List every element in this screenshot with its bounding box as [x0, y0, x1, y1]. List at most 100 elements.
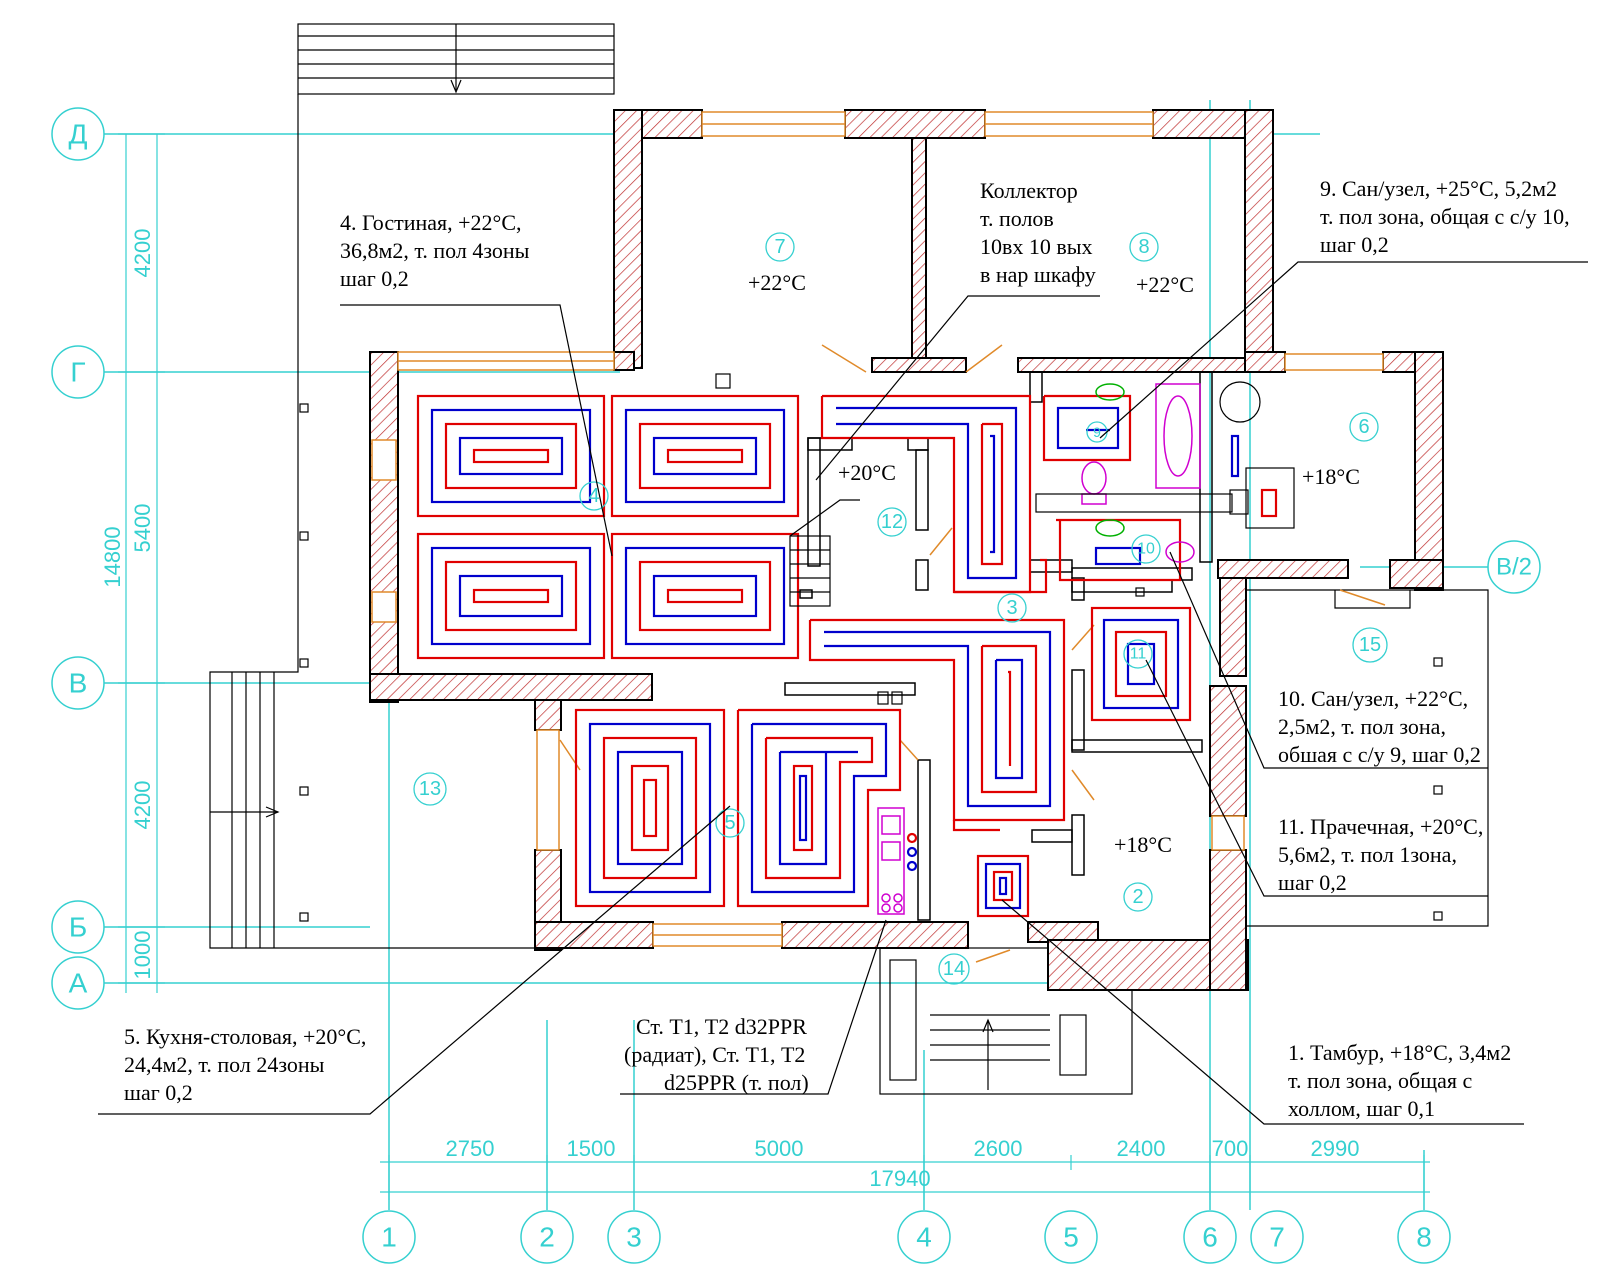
axis-bubble-d: Д [51, 107, 105, 161]
room-5: 5 [715, 808, 745, 838]
svg-text:10: 10 [1137, 541, 1155, 558]
svg-text:5. Кухня-столовая, +20°С,: 5. Кухня-столовая, +20°С, [124, 1024, 366, 1049]
svg-text:В/2: В/2 [1496, 554, 1532, 581]
svg-text:10вх 10 вых: 10вх 10 вых [980, 234, 1093, 259]
windows [371, 111, 1384, 947]
note-bathroom-10: 10. Сан/узел, +22°С, 2,5м2, т. пол зона,… [1278, 686, 1481, 767]
room-8: 8 +22°C [1129, 232, 1194, 297]
svg-text:в нар шкафу: в нар шкафу [980, 262, 1096, 287]
axis-bubble-4: 4 [897, 1210, 951, 1264]
svg-text:3: 3 [626, 1222, 642, 1253]
svg-text:1000: 1000 [130, 931, 155, 980]
svg-text:4: 4 [588, 485, 599, 507]
axis-bubble-2: 2 [520, 1210, 574, 1264]
svg-text:5000: 5000 [755, 1136, 804, 1161]
svg-text:2: 2 [1132, 886, 1143, 908]
axis-bubble-3: 3 [607, 1210, 661, 1264]
svg-text:700: 700 [1212, 1136, 1249, 1161]
svg-text:6: 6 [1358, 416, 1369, 438]
svg-text:24,4м2, т. пол 24зоны: 24,4м2, т. пол 24зоны [124, 1052, 325, 1077]
svg-text:d25PPR (т. пол): d25PPR (т. пол) [664, 1070, 809, 1095]
heating-zone-9 [1042, 394, 1182, 582]
heating-zone-5a [574, 708, 726, 908]
note-risers: Ст. Т1, Т2 d32PPR (радиат), Ст. Т1, Т2 d… [624, 1014, 809, 1095]
svg-text:14800: 14800 [100, 526, 125, 587]
walls [369, 109, 1444, 991]
svg-text:А: А [69, 968, 88, 999]
axis-bubble-v: В [51, 656, 105, 710]
svg-text:+22°C: +22°C [748, 270, 806, 295]
svg-text:7: 7 [774, 236, 785, 258]
axis-bubble-1: 1 [362, 1210, 416, 1264]
svg-text:+22°C: +22°C [1136, 272, 1194, 297]
svg-text:шаг 0,2: шаг 0,2 [340, 266, 409, 291]
svg-text:шаг 0,2: шаг 0,2 [1320, 232, 1389, 257]
left-dimensions: 4200 5400 4200 1000 14800 [100, 133, 165, 993]
svg-text:11: 11 [1130, 646, 1147, 663]
svg-text:+20°C: +20°C [838, 460, 896, 485]
boiler-icon [1035, 381, 1295, 529]
note-collector: Коллектор т. полов 10вх 10 вых в нар шка… [980, 178, 1096, 287]
note-laundry: 11. Прачечная, +20°С, 5,6м2, т. пол 1зон… [1278, 814, 1483, 895]
svg-text:5: 5 [724, 812, 735, 834]
bathtub-icon [1155, 383, 1201, 489]
note-bathroom-9: 9. Сан/узел, +25°С, 5,2м2 т. пол зона, о… [1320, 176, 1570, 257]
svg-text:В: В [69, 668, 88, 699]
svg-text:7: 7 [1269, 1222, 1285, 1253]
stairs-icon [789, 499, 860, 607]
axis-bubble-8: 8 [1397, 1210, 1451, 1264]
heating-zone-4d [610, 532, 800, 660]
svg-text:5: 5 [1063, 1222, 1079, 1253]
axis-bubble-6: 6 [1183, 1210, 1237, 1264]
svg-text:5400: 5400 [130, 504, 155, 553]
axis-bubble-b: Б [51, 900, 105, 954]
col-axis-bubbles: 1 2 3 4 5 6 7 8 [362, 1210, 1451, 1264]
heating-zone-3b [808, 618, 1066, 832]
svg-text:15: 15 [1359, 634, 1381, 656]
svg-text:Г: Г [70, 357, 85, 388]
svg-text:5,6м2, т. пол 1зона,: 5,6м2, т. пол 1зона, [1278, 842, 1457, 867]
room-13: 13 [413, 772, 447, 806]
svg-text:(радиат), Ст. Т1, Т2: (радиат), Ст. Т1, Т2 [624, 1042, 805, 1067]
heating-zone-11 [1090, 606, 1192, 722]
svg-text:Коллектор: Коллектор [980, 178, 1078, 203]
svg-text:2,5м2, т. пол зона,: 2,5м2, т. пол зона, [1278, 714, 1446, 739]
heating-zone-3a [820, 394, 1048, 594]
svg-text:2750: 2750 [446, 1136, 495, 1161]
room-12: 12 +20°C [838, 460, 907, 537]
svg-text:холлом, шаг 0,1: холлом, шаг 0,1 [1288, 1096, 1435, 1121]
room-4: 4 [579, 481, 609, 511]
radiator-icons [715, 373, 1240, 705]
note-tambour: 1. Тамбур, +18°С, 3,4м2 т. пол зона, общ… [1288, 1040, 1511, 1121]
svg-text:2: 2 [539, 1222, 555, 1253]
svg-text:8: 8 [1416, 1222, 1432, 1253]
axis-bubble-7: 7 [1250, 1210, 1304, 1264]
room-10: 10 [1131, 534, 1161, 564]
heating-zone-4c [416, 532, 606, 660]
heating-zone-1 [976, 854, 1030, 918]
svg-text:8: 8 [1138, 236, 1149, 258]
room-2: 2 +18°C [1114, 832, 1172, 912]
note-kitchen: 5. Кухня-столовая, +20°С, 24,4м2, т. пол… [124, 1024, 366, 1105]
svg-text:10. Сан/узел, +22°С,: 10. Сан/узел, +22°С, [1278, 686, 1468, 711]
sink-icon [1095, 383, 1125, 537]
svg-text:36,8м2, т. пол 4зоны: 36,8м2, т. пол 4зоны [340, 238, 530, 263]
room-7: 7 +22°C [748, 232, 806, 295]
svg-text:+18°C: +18°C [1302, 464, 1360, 489]
svg-text:+18°C: +18°C [1114, 832, 1172, 857]
svg-text:6: 6 [1202, 1222, 1218, 1253]
heating-zone-4a [416, 394, 606, 518]
kitchen-fixtures [877, 807, 918, 915]
axis-bubble-5: 5 [1044, 1210, 1098, 1264]
leader-lines [98, 261, 1588, 1125]
svg-text:Ст. Т1, Т2 d32PPR: Ст. Т1, Т2 d32PPR [636, 1014, 807, 1039]
room-14: 14 [938, 953, 970, 985]
svg-text:т. пол зона, общая с с/у 10,: т. пол зона, общая с с/у 10, [1320, 204, 1570, 229]
axis-bubble-v2: В/2 [1487, 540, 1541, 594]
room-3: 3 [997, 593, 1027, 623]
svg-text:шаг 0,2: шаг 0,2 [1278, 870, 1347, 895]
svg-text:11. Прачечная, +20°С,: 11. Прачечная, +20°С, [1278, 814, 1483, 839]
heating-zone-4b [610, 394, 800, 518]
room-11: 11 [1123, 639, 1153, 669]
